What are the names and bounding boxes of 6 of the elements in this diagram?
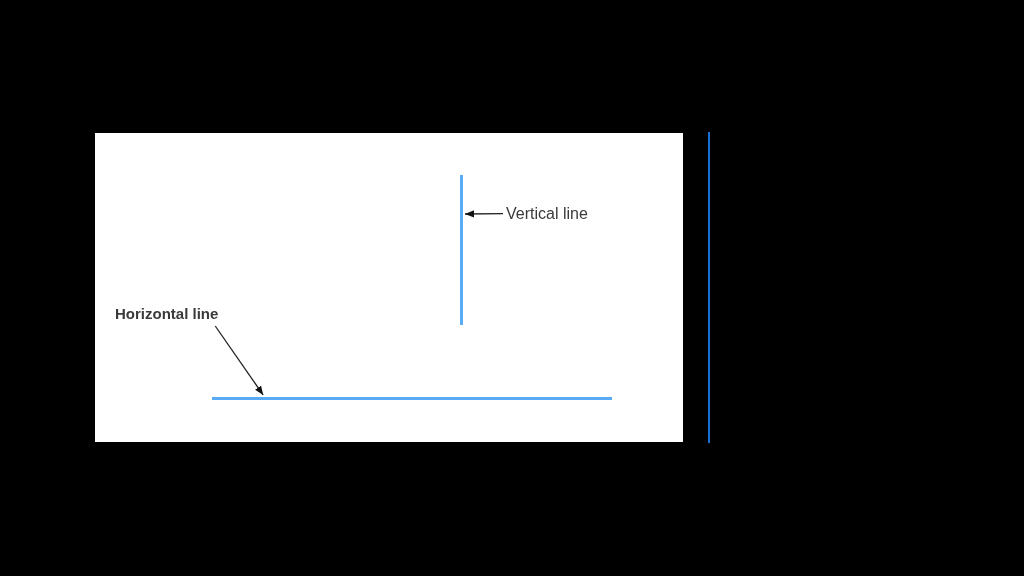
leader-line xyxy=(214,325,264,396)
leader-line xyxy=(464,210,504,218)
vertical-line xyxy=(460,175,463,325)
callout-label: Vertical line xyxy=(506,204,588,224)
callout-label: Horizontal line xyxy=(115,305,219,323)
horizontal-line xyxy=(212,397,612,400)
